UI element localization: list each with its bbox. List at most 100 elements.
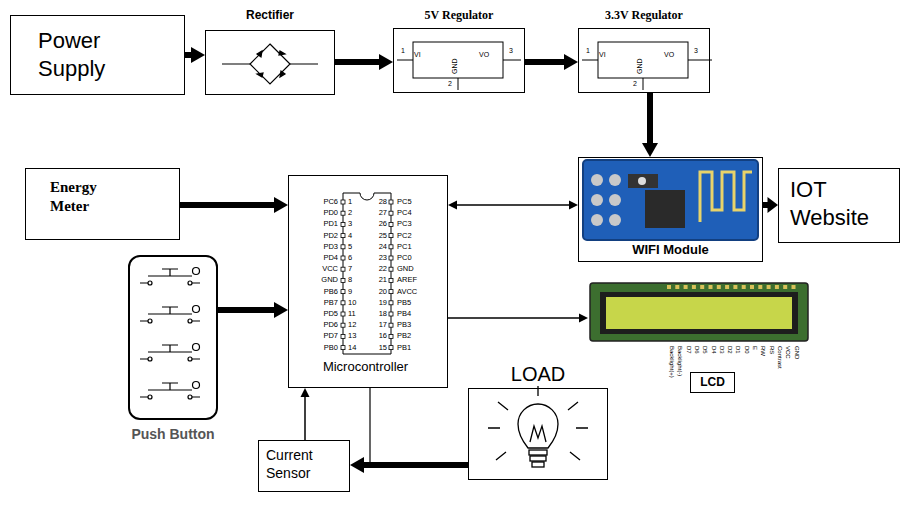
block-node: Microcontroller [288,175,448,388]
pin-name: 20 [372,288,387,296]
pin-name: 26 [372,220,387,228]
pin-squares [341,200,393,350]
drawing-part [148,281,152,285]
lcd-pin-name: D0 [743,346,750,354]
lcd-pin-name: D7 [685,346,692,354]
pin-label: 2 [448,80,452,88]
drawing-part [188,281,192,285]
pin-name: PD0 [306,209,338,217]
drawing-part [518,404,558,448]
drawing-part [742,285,746,289]
pin-name: PD7 [306,332,338,340]
drawing-part [725,285,729,289]
pin-name: PC5 [397,198,429,206]
wire [369,388,370,462]
drawing-part [667,285,671,289]
pin-name: 28 [372,198,387,206]
pin-name: PB6 [306,288,338,296]
wifi-board [583,160,758,240]
pin-name: 8 [348,276,362,284]
drawing-part [341,301,345,305]
arrow-connector [448,201,578,210]
block-frame [588,282,810,344]
pin-name: 25 [372,232,387,240]
drawing-part [692,285,696,289]
pin-label: 3 [509,47,513,55]
pin-name: 16 [372,332,387,340]
drawing-part [389,334,393,338]
block-frame [468,388,608,480]
drawing-part [341,267,345,271]
block-node: LOAD [468,362,608,480]
drawing-part [188,357,192,361]
drawing-part [638,177,646,185]
drawing-part [389,312,393,316]
lcd-pin-name: Backlight(+) [668,346,675,378]
arrow-connector [525,54,578,70]
drawing-part [148,395,152,399]
drawing-part [140,345,200,359]
pin-name: PB4 [397,310,429,318]
drawing-part [188,395,192,399]
pin-name: 3 [348,220,362,228]
drawing-part [389,245,393,249]
drawing-part [529,450,547,455]
lcd-pin-name: Backlight(-) [677,346,684,376]
arrow-connector [448,314,588,323]
pin-label: 2 [633,80,637,88]
drawing-part [767,285,771,289]
drawing-part [600,292,798,334]
drawing-part [389,200,393,204]
lcd-pin-name: D1 [735,346,742,354]
pin-name: PB0 [306,344,338,352]
block-frame [393,28,525,93]
block-label: Current Sensor [266,447,344,482]
drawing-part [389,323,393,327]
pin-name: 9 [348,288,362,296]
pin-name: 17 [372,321,387,329]
drawing-part [341,234,345,238]
block-label: Energy Meter [50,178,120,216]
drawing-part [591,194,603,206]
drawing-part [341,200,345,204]
drawing-part [140,307,200,321]
block-label: Push Button [116,426,230,444]
drawing-part [709,285,713,289]
pin-label: VO [479,51,489,59]
pin-name: 21 [372,276,387,284]
drawing-part [389,256,393,260]
block-label: Power Supply [38,27,148,82]
drawing-part [341,312,345,316]
arrow-connector [763,197,778,213]
drawing-part [628,174,658,188]
block-label: 5V Regulator [393,8,525,23]
pin-name: 24 [372,243,387,251]
pin-name: 11 [348,310,362,318]
lcd-display [590,283,808,341]
pin-name: 15 [372,344,387,352]
pin-name: AVCC [397,288,429,296]
lcd-pin-name: D3 [718,346,725,354]
drawing-part [609,214,621,226]
pin-name: 10 [348,299,362,307]
pin-label: GND [636,58,644,74]
pin-name: PB7 [306,299,338,307]
drawing-part [667,285,796,289]
arrow-connector [180,197,288,213]
pin-name: 4 [348,232,362,240]
pin-label: 3 [694,47,698,55]
drawing-part [700,172,752,222]
pin-label: VO [664,51,674,59]
block-label: WIFI Module [583,242,758,258]
drawing-part [598,42,688,78]
pin-label: 1 [586,47,590,55]
pin-name: 22 [372,265,387,273]
pin-name: PB2 [397,332,429,340]
block-node: 5V Regulator [393,8,525,93]
drawing-part [413,42,503,78]
lcd-pin-name: RW [760,346,767,356]
pin-name: 7 [348,265,362,273]
pin-name: PD4 [306,254,338,262]
push-button-symbols [140,268,200,400]
block-frame [128,255,218,420]
